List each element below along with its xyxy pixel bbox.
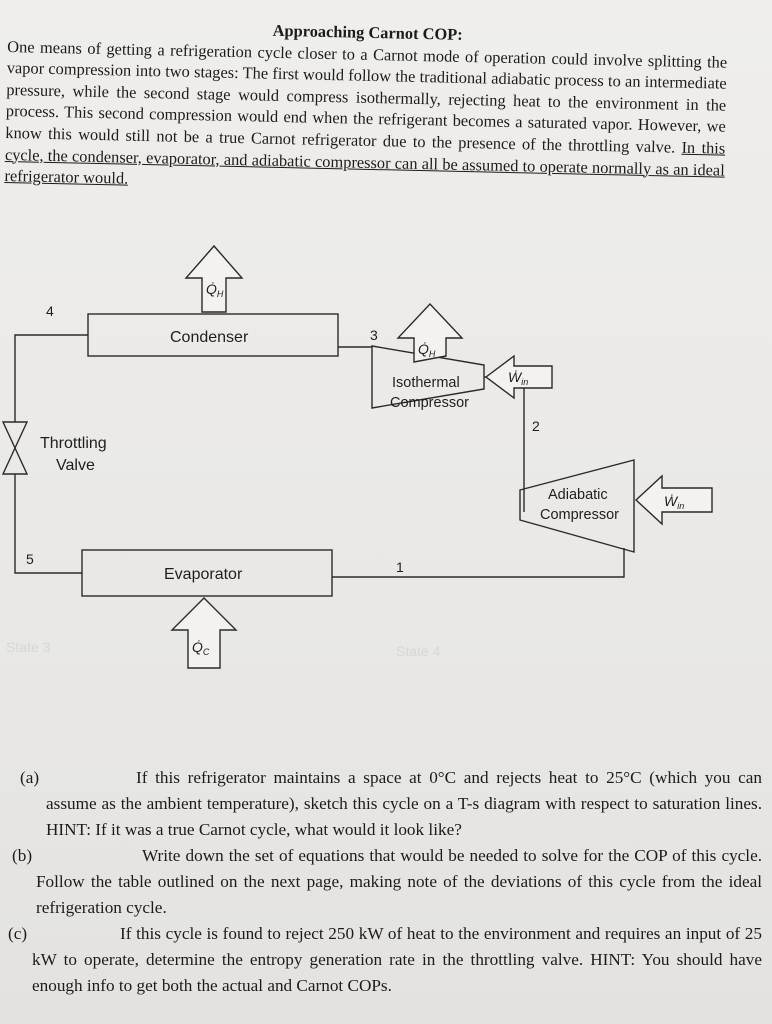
question-b-text: Write down the set of equations that wou…: [36, 846, 762, 917]
ghost-text-1: State 3: [6, 639, 51, 655]
qh-condenser-arrow: [184, 244, 244, 313]
pipe-2-isothermal: [484, 376, 525, 512]
win-adiabatic-arrow: [634, 474, 713, 526]
qh-isothermal-arrow: [396, 302, 464, 363]
adiabatic-label-1: Adiabatic: [548, 487, 608, 503]
throttling-label-1: Throttling: [40, 435, 107, 452]
problem-title: Approaching Carnot COP:: [272, 20, 463, 44]
question-c: (c) If this cycle is found to reject 250…: [8, 921, 762, 999]
state-3-label: 3: [370, 327, 378, 343]
question-c-text: If this cycle is found to reject 250 kW …: [32, 924, 762, 995]
state-2-label: 2: [532, 418, 540, 434]
condenser-label: Condenser: [170, 329, 249, 346]
state-5-label: 5: [26, 551, 34, 567]
pipe-4-valve: [14, 334, 88, 422]
qh-isothermal-label: Q̇H: [418, 341, 436, 359]
win-isothermal-arrow: [484, 354, 553, 400]
question-a: (a) If this refrigerator maintains a spa…: [10, 765, 762, 843]
qh-condenser-label: Q̇H: [206, 281, 224, 299]
question-a-text: If this refrigerator maintains a space a…: [46, 768, 762, 839]
question-b: (b) Write down the set of equations that…: [10, 843, 762, 921]
adiabatic-label-2: Compressor: [540, 507, 619, 523]
question-c-label: (c): [8, 924, 28, 943]
win-adiabatic-label: Ẇin: [664, 493, 684, 511]
qc-evaporator-arrow: [170, 597, 238, 669]
problem-statement: One means of getting a refrigeration cyc…: [5, 36, 728, 157]
isothermal-compressor-shape: [371, 345, 485, 409]
adiabatic-compressor-shape: [519, 459, 635, 553]
throttling-valve-shape: [1, 421, 29, 475]
win-isothermal-label: Ẇin: [508, 369, 528, 387]
question-a-label: (a): [20, 768, 40, 787]
state-1-label: 1: [396, 559, 404, 575]
refrigeration-cycle-diagram: Condenser Evaporator Isothermal Compress…: [0, 232, 772, 672]
pipe-valve-5: [14, 474, 82, 574]
question-list: (a) If this refrigerator maintains a spa…: [8, 765, 762, 999]
pipe-1-adiabatic: [332, 548, 625, 578]
qc-label: Q̇C: [192, 639, 210, 657]
state-4-label: 4: [46, 303, 54, 319]
isothermal-label-1: Isothermal: [392, 375, 460, 391]
throttling-label-2: Valve: [56, 457, 95, 474]
problem-intro: Approaching Carnot COP: One means of get…: [4, 14, 728, 202]
isothermal-label-2: Compressor: [390, 395, 469, 411]
ghost-text-2: State 4: [396, 643, 441, 659]
question-b-label: (b): [12, 846, 33, 865]
evaporator-label: Evaporator: [164, 566, 243, 583]
